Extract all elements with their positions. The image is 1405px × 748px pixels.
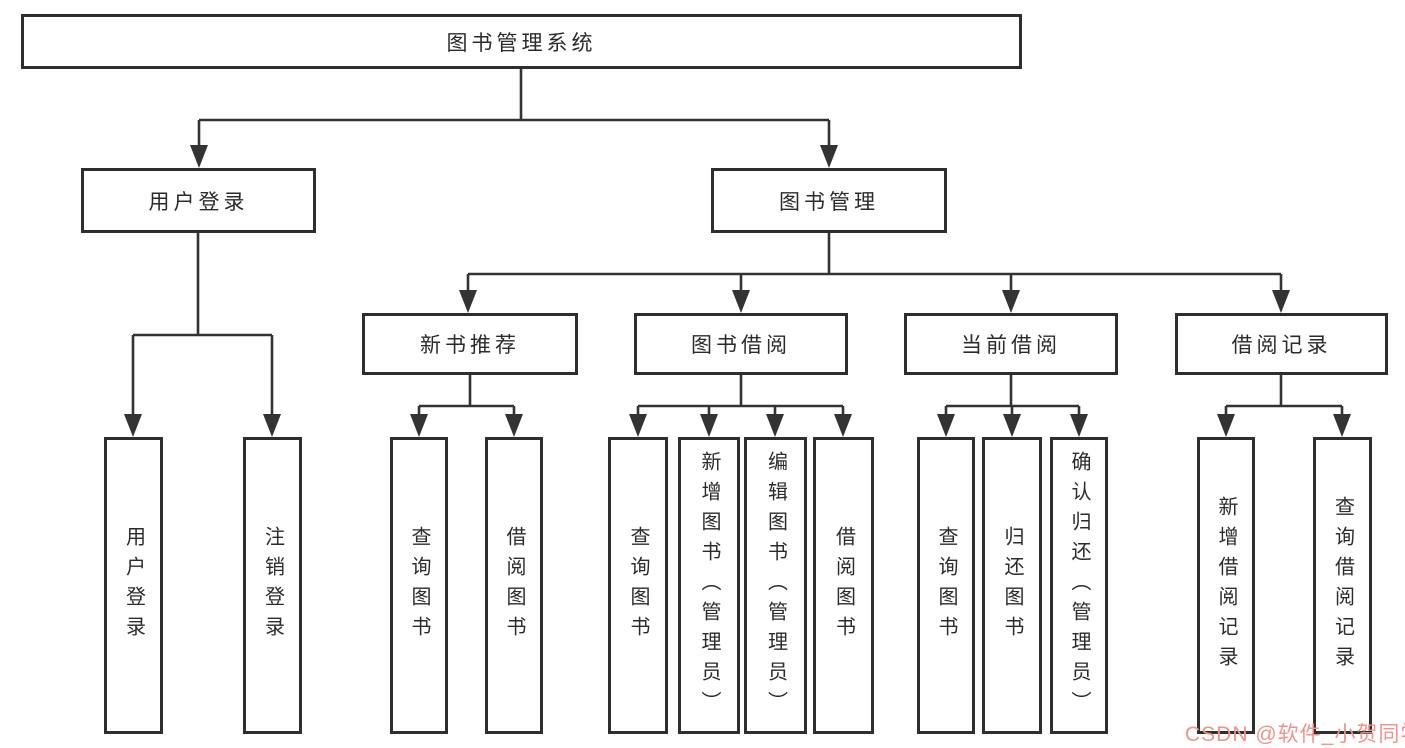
node-label: 图书管理系统 [446,31,597,55]
node-label: 新增借阅记录 [1215,495,1237,676]
leaf-query-books-recommend: 查询图书 [390,437,448,734]
leaf-query-borrow-record: 查询借阅记录 [1313,437,1372,734]
node-borrow-records: 借阅记录 [1175,313,1388,375]
node-label: 新增图书（管理员） [698,450,720,721]
node-label: 借阅图书 [503,525,525,646]
leaf-query-books-current: 查询图书 [917,437,975,734]
connector-new-book-split [410,375,523,437]
node-label: 查询图书 [408,525,430,646]
node-label: 新书推荐 [420,334,520,357]
node-label: 归还图书 [1001,525,1023,646]
node-label: 当前借阅 [961,334,1061,357]
node-user-login-branch: 用户登录 [81,168,316,233]
leaf-edit-book-admin: 编辑图书（管理员） [744,437,807,734]
leaf-add-borrow-record: 新增借阅记录 [1197,437,1255,734]
node-label: 用户登录 [122,525,145,646]
node-label: 借阅记录 [1231,334,1332,357]
node-label: 借阅图书 [832,525,855,646]
connector-book-mgmt-split [459,233,1290,313]
leaf-logout: 注销登录 [243,437,302,734]
connector-user-login-split [124,233,281,437]
connector-book-borrow-split [629,375,852,437]
node-label: 查询图书 [627,525,649,646]
node-label: 注销登录 [261,525,284,646]
leaf-borrow-books-recommend: 借阅图书 [485,437,543,734]
leaf-return-book: 归还图书 [982,437,1042,734]
node-label: 确认归还（管理员） [1068,450,1090,721]
connector-current-borrow-split [937,375,1088,437]
connector-root-to-branches [190,69,838,168]
leaf-confirm-return-admin: 确认归还（管理员） [1050,437,1108,734]
node-label: 图书管理 [779,190,879,214]
node-label: 图书借阅 [691,334,791,357]
leaf-user-login: 用户登录 [104,437,163,734]
node-label: 用户登录 [148,190,249,214]
node-system-root: 图书管理系统 [21,14,1022,69]
leaf-query-books-borrow: 查询图书 [608,437,668,734]
node-label: 查询借阅记录 [1331,495,1354,676]
csdn-watermark: CSDN @软件_小贺同学 [1185,723,1405,746]
node-label: 编辑图书（管理员） [764,450,787,721]
connector-borrow-records-split [1217,375,1351,437]
node-new-book-recommend: 新书推荐 [362,313,578,375]
leaf-borrow-books: 借阅图书 [813,437,874,734]
leaf-add-book-admin: 新增图书（管理员） [678,437,740,734]
node-current-borrow: 当前借阅 [904,313,1118,375]
node-label: 查询图书 [935,525,957,646]
node-book-mgmt-branch: 图书管理 [711,168,947,233]
node-book-borrow: 图书借阅 [634,313,848,375]
